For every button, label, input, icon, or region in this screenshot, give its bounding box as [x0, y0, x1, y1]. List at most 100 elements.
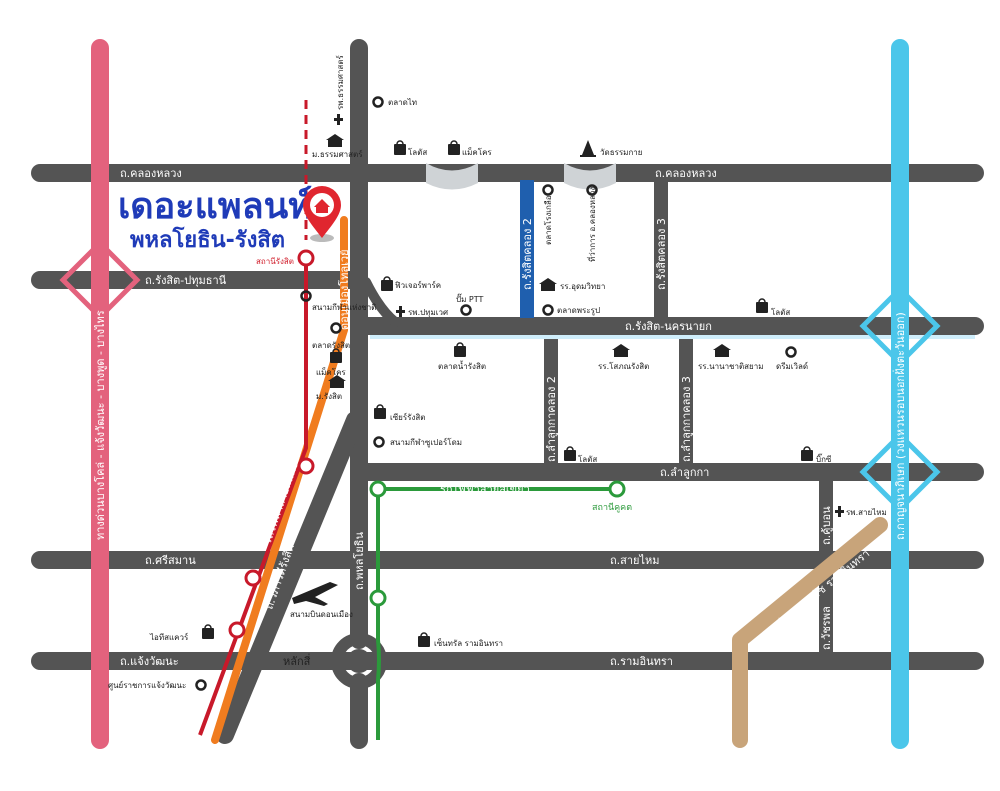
stations [228, 249, 626, 639]
poi-sai-mai-hospital: รพ.สายไหม [846, 508, 887, 517]
label-watcharaphon: ถ.วัชรพล [820, 606, 833, 650]
red-station-4 [228, 621, 246, 639]
poi-central-ramintra: เซ็นทรัล รามอินทรา [434, 638, 503, 648]
label-green-line: รถไฟฟ้าสายสีเขียว [440, 483, 530, 496]
label-rangsit-khlong-3: ถ.รังสิตคลอง 3 [655, 218, 668, 290]
shopping-bag-icon [801, 446, 813, 461]
airplane-icon [292, 582, 338, 606]
target-icon [785, 346, 797, 358]
red-line [198, 258, 308, 736]
poi-talad-rangsit: ตลาดรังสิต [312, 341, 350, 350]
label-rangsit-nakhon-nayok: ถ.รังสิต-นครนายก [625, 320, 712, 333]
shopping-bag-icon [756, 298, 768, 313]
target-icon [195, 679, 207, 691]
poi-talad-phra-rup: ตลาดพระรูป [557, 306, 600, 316]
road-vibhavadi [211, 216, 348, 744]
label-lam-luk-ka: ถ.ลำลูกกา [660, 466, 709, 479]
poi-super-dome: สนามกีฬาซูเปอร์โดม [390, 437, 462, 448]
red-station-rangsit [297, 249, 315, 267]
school-icon [612, 344, 630, 357]
target-icon [330, 322, 342, 334]
shopping-bag-icon [394, 140, 406, 155]
school-icon [539, 278, 557, 291]
label-rangsit-pathum: ถ.รังสิต-ปทุมธานี [145, 274, 227, 287]
label-lam-luk-ka-khlong-3: ถ.ลำลูกกาคลอง 3 [680, 376, 693, 462]
label-expressway-west: ทางด่วนบางโคล่ - แจ้งวัฒนะ - บางพูด - บา… [93, 310, 107, 540]
target-icon [542, 304, 554, 316]
shopping-bag-icon [448, 140, 460, 155]
poi-thammasat-uni: ม.ธรรมศาสตร์ [312, 149, 363, 159]
expressway-west-interchange [59, 239, 141, 321]
road-future-park-ramp [361, 277, 400, 327]
label-don-mueang-tollway: ดอนเมืองโทลเวย์ [337, 249, 351, 330]
home-pin-icon [303, 186, 341, 242]
label-chaeng-watthana: ถ.แจ้งวัฒนะ [120, 655, 179, 668]
label-lam-luk-ka-khlong-2: ถ.ลำลูกกาคลอง 2 [545, 376, 558, 462]
shopping-bag-icon [381, 276, 393, 291]
shopping-bag-icon [374, 404, 386, 419]
label-rangsit-khlong-2: ถ.รังสิตคลอง 2 [521, 218, 534, 290]
target-icon [372, 96, 384, 108]
poi-school-nanachat: รร.นานาชาติสยาม [698, 362, 764, 371]
poi-thammasat-hospital: รพ.ธรรมศาสตร์ [335, 54, 345, 110]
target-icon [373, 436, 385, 448]
shopping-bag-icon [202, 624, 214, 639]
label-phahonyothin: ถ.พหลโยธิน [352, 532, 366, 590]
poi-school-udom: รร.อุดมวิทยา [560, 282, 605, 291]
shopping-bag-icon [418, 632, 430, 647]
poi-lotus-2: โลตัส [771, 307, 790, 317]
station-khukhot-label: สถานีคูคต [592, 502, 632, 513]
poi-talad-nam-rangsit: ตลาดน้ำรังสิต [438, 360, 486, 371]
green-line [376, 487, 620, 740]
bridge-2 [564, 163, 616, 190]
shopping-bag-icon [330, 348, 342, 363]
school-icon [713, 344, 731, 357]
hospital-icon [835, 506, 844, 517]
poi-makro-1: แม็คโคร [462, 147, 492, 157]
green-station-1 [369, 480, 387, 498]
project-subtitle: พหลโยธิน-รังสิต [130, 226, 285, 253]
target-icon [586, 184, 598, 196]
poi-talad-rong-kluea: ตลาดโรงเกลือ [543, 195, 553, 245]
points-of-interest: ตลาดไท รพ.ธรรมศาสตร์ ม.ธรรมศาสตร์ โลตัส … [108, 54, 887, 691]
poi-future-park: ฟิวเจอร์พาร์ค [395, 280, 441, 290]
target-icon [300, 290, 312, 302]
expressway-ramintra [732, 517, 888, 748]
label-sai-mai: ถ.สายไหม [610, 554, 660, 567]
red-station-2 [297, 457, 315, 475]
label-khu-bon: ถ.คู้บอน [820, 506, 833, 545]
ring-interchange-2 [859, 431, 941, 513]
poi-big-c: บิ๊กซี [816, 453, 832, 464]
poi-it-square: ไอทีสแควร์ [149, 632, 189, 642]
poi-national-stadium: สนามกีฬาแห่งชาติ [312, 303, 376, 312]
school-icon [328, 375, 346, 388]
ring-interchange-1 [859, 285, 941, 367]
poi-makro-2: แม็คโคร [316, 367, 346, 377]
poi-wat-thammayai: วัดธรรมกาย [600, 148, 642, 157]
road-network [31, 39, 984, 749]
bridge-1 [426, 163, 478, 190]
poi-govt-center: ศูนย์ราชการแจ้งวัฒนะ [108, 680, 186, 691]
poi-lotus-1: โลตัส [408, 147, 427, 157]
label-outer-ring: ถ.กาญจนาภิเษก (วงแหวนรอบนอกฝั่งตะวันออก) [892, 312, 907, 540]
label-lak-si: หลักสี่ [283, 653, 311, 668]
shopping-bag-icon [454, 342, 466, 357]
road-tollway-diag [216, 411, 364, 744]
target-icon [542, 184, 554, 196]
green-station-3 [369, 589, 387, 607]
red-station-3 [244, 569, 262, 587]
target-icon [460, 304, 472, 316]
poi-ptt: ปั๊ม PTT [456, 293, 483, 304]
label-khlong-luang-w: ถ.คลองหลวง [120, 167, 182, 180]
green-station-khukhot [608, 480, 626, 498]
label-khlong-luang-e: ถ.คลองหลวง [655, 167, 717, 180]
poi-rangsit-uni: ม.รังสิต [316, 392, 342, 401]
hospital-icon [396, 306, 405, 317]
roundabout-centre [347, 649, 371, 673]
poi-patavee-hospital: รพ.ปทุมเวศ [408, 308, 448, 317]
school-icon [326, 134, 344, 147]
poi-school-sarasat: รร.โสภณรังสิต [598, 361, 649, 371]
poi-don-mueang-airport: สนามบินดอนเมือง [290, 610, 353, 619]
